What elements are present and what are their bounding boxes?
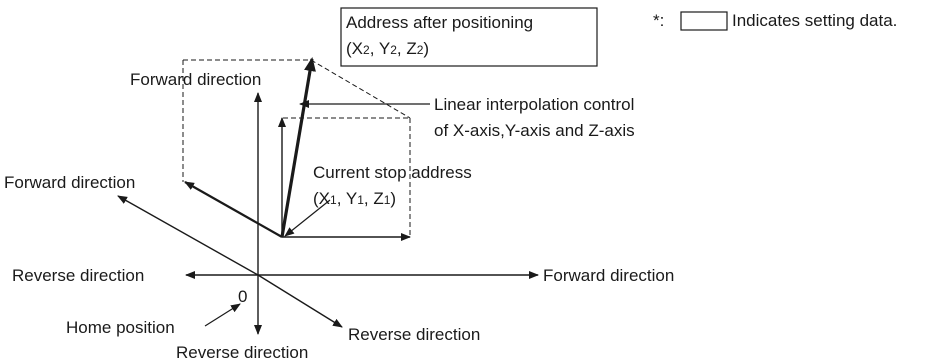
reverse-direction-x-label: Reverse direction — [12, 266, 144, 285]
origin-label: 0 — [238, 287, 247, 306]
interpolation-label-line1: Linear interpolation control — [434, 95, 634, 114]
forward-direction-y-label: Forward direction — [4, 173, 135, 192]
home-position-label: Home position — [66, 318, 175, 337]
legend-prefix: *: — [653, 11, 664, 30]
component-arrows — [184, 117, 411, 241]
callout-arrows — [204, 100, 430, 327]
reverse-direction-z-label: Reverse direction — [176, 343, 308, 362]
interpolation-label-line2: of X-axis,Y-axis and Z-axis — [434, 121, 635, 140]
legend-text: Indicates setting data. — [732, 11, 897, 30]
address-after-title: Address after positioning — [346, 13, 533, 32]
current-stop-title: Current stop address — [313, 163, 472, 182]
dashed-box — [182, 59, 411, 236]
current-stop-coords: (X1, Y1, Z1) — [313, 189, 396, 208]
address-after-coords: (X2, Y2, Z2) — [346, 39, 429, 58]
forward-direction-z-label: Forward direction — [130, 70, 261, 89]
address-after-box — [340, 7, 598, 67]
legend-swatch — [680, 11, 728, 31]
interpolation-arrow — [280, 57, 316, 238]
forward-direction-x-label: Forward direction — [543, 266, 674, 285]
y-axis — [117, 195, 343, 328]
reverse-direction-y-label: Reverse direction — [348, 325, 480, 344]
